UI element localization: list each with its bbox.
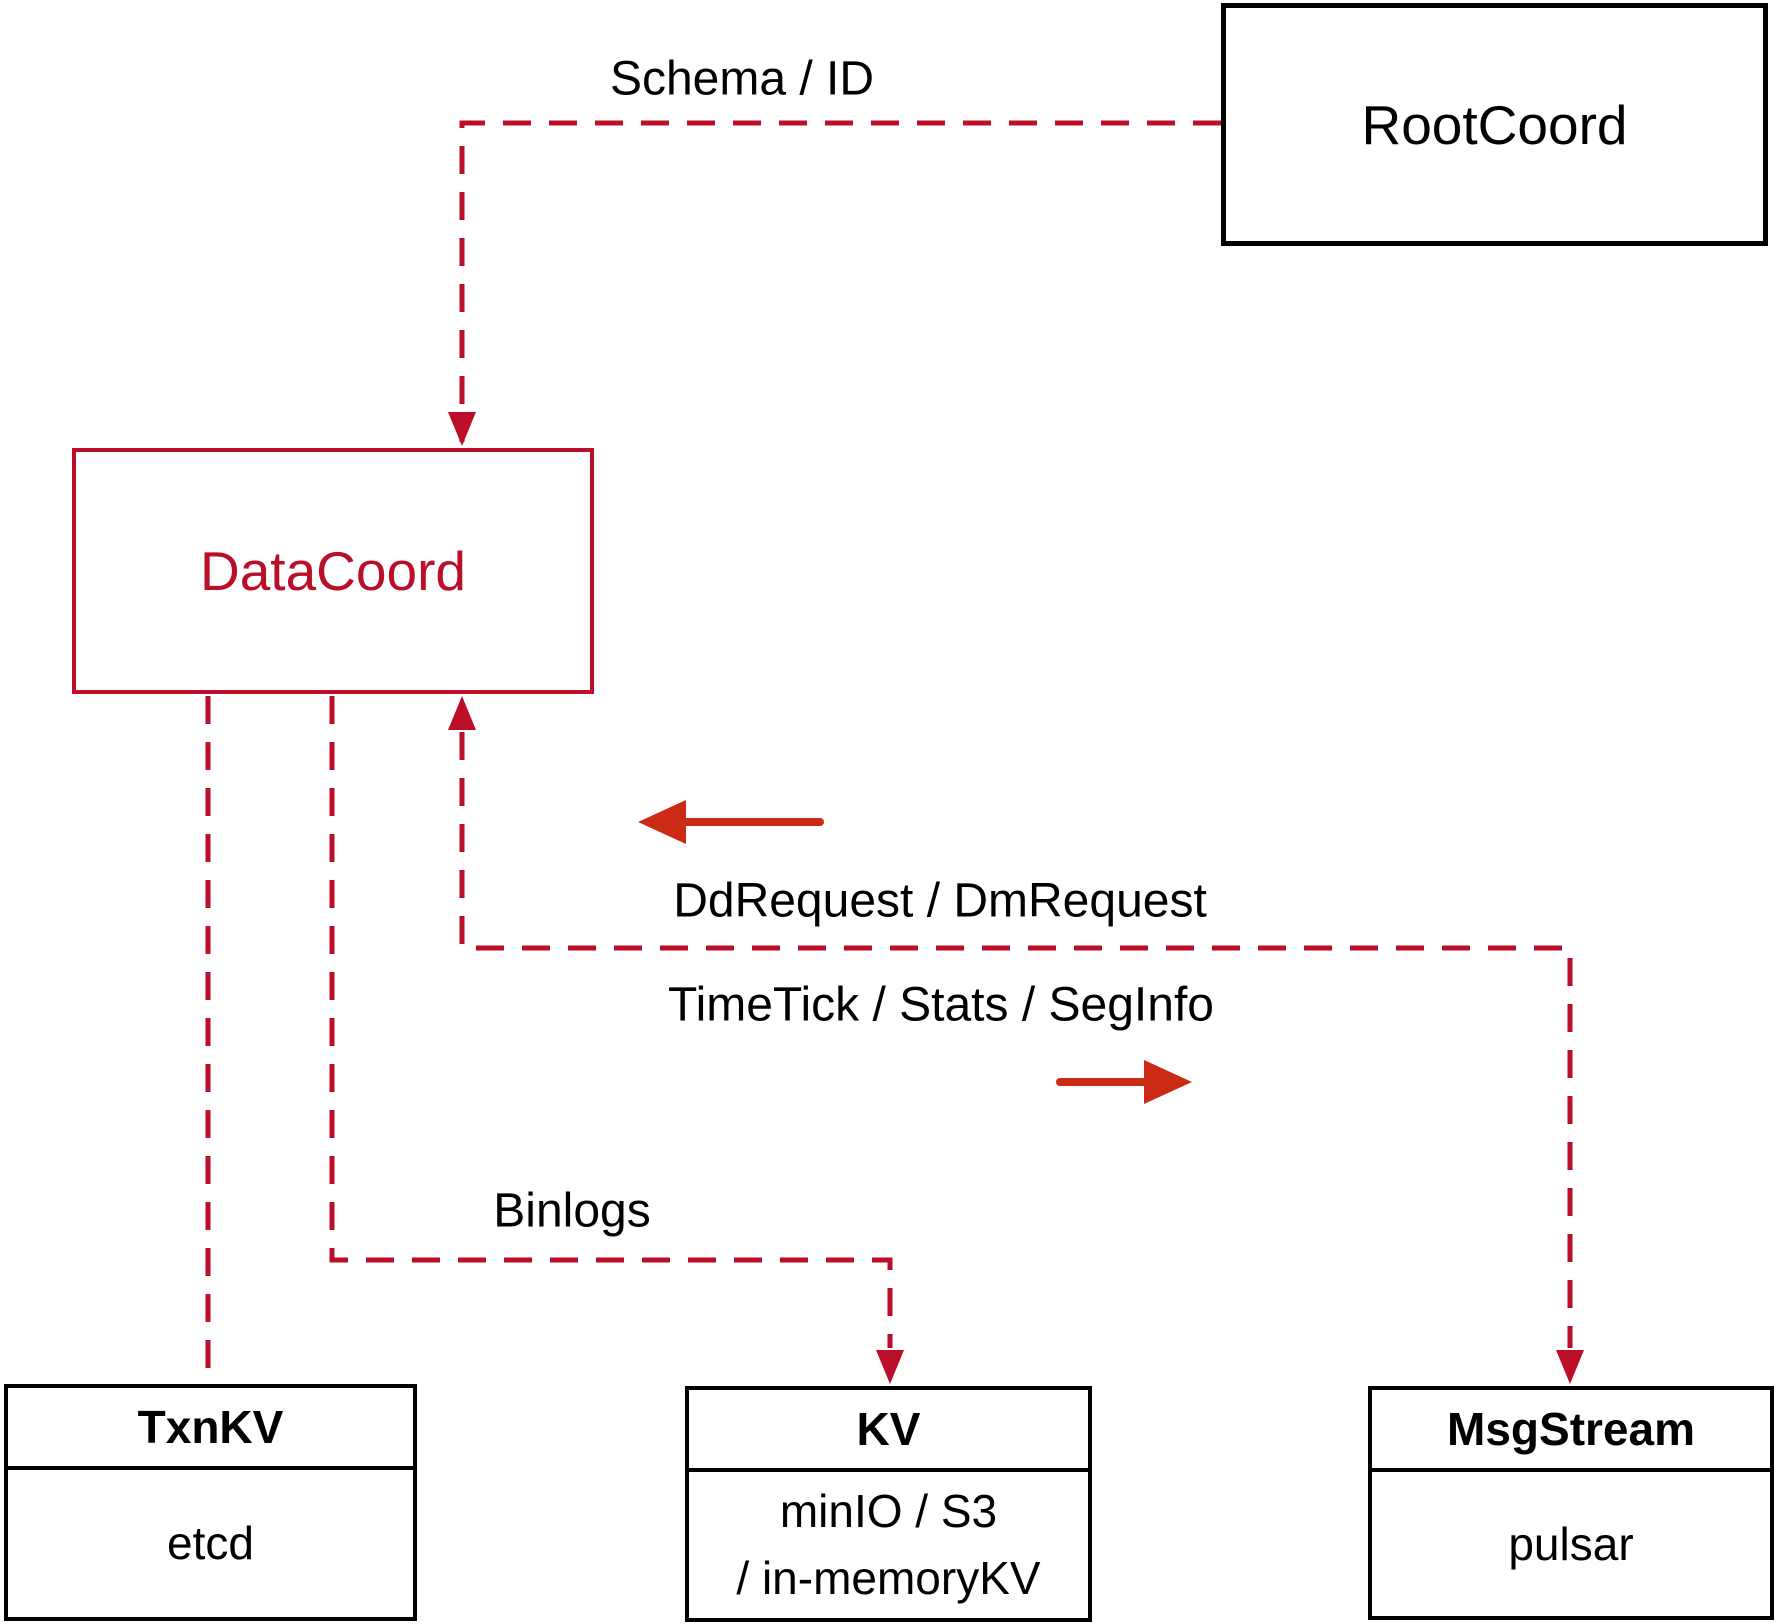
edge-datacoord-to-kv-line	[329, 696, 893, 1348]
node-txnkv-impl-label: etcd	[167, 1517, 254, 1569]
edge-label-schema-id: Schema / ID	[609, 52, 875, 106]
node-msgstream: MsgStream pulsar	[1368, 1386, 1774, 1620]
node-kv-impl-line2: / in-memoryKV	[736, 1552, 1041, 1604]
node-kv-body: minIO / S3 / in-memoryKV	[689, 1472, 1088, 1618]
node-msgstream-body: pulsar	[1372, 1472, 1770, 1616]
edge-datacoord-msgstream-line	[459, 732, 1573, 1348]
edge-into-msgstream-arrowhead-icon	[1556, 1350, 1584, 1384]
node-txnkv-body: etcd	[8, 1470, 413, 1617]
node-rootcoord-label: RootCoord	[1361, 93, 1628, 156]
node-datacoord: DataCoord	[72, 448, 594, 694]
edge-label-ddrequest-dmrequest: DdRequest / DmRequest	[673, 874, 1207, 928]
node-msgstream-title: MsgStream	[1372, 1390, 1770, 1472]
node-kv-impl-line1: minIO / S3	[779, 1485, 998, 1537]
edge-label-timetick-stats-seginfo: TimeTick / Stats / SegInfo	[668, 978, 1214, 1032]
node-kv: KV minIO / S3 / in-memoryKV	[685, 1386, 1092, 1622]
edge-into-datacoord-arrowhead-icon	[448, 696, 476, 730]
flow-direction-left-arrow-icon	[638, 800, 824, 844]
node-kv-title: KV	[689, 1390, 1088, 1472]
edge-label-binlogs: Binlogs	[493, 1184, 651, 1238]
node-txnkv: TxnKV etcd	[4, 1384, 417, 1621]
node-txnkv-title: TxnKV	[8, 1388, 413, 1470]
flow-direction-right-arrow-icon	[1056, 1060, 1192, 1104]
edge-rootcoord-to-datacoord-arrowhead-icon	[448, 412, 476, 446]
edge-rootcoord-to-datacoord-line	[459, 120, 1221, 442]
node-datacoord-label: DataCoord	[200, 540, 466, 602]
node-rootcoord: RootCoord	[1221, 3, 1768, 246]
node-msgstream-impl-label: pulsar	[1508, 1517, 1634, 1570]
edge-datacoord-to-kv-arrowhead-icon	[876, 1350, 904, 1384]
